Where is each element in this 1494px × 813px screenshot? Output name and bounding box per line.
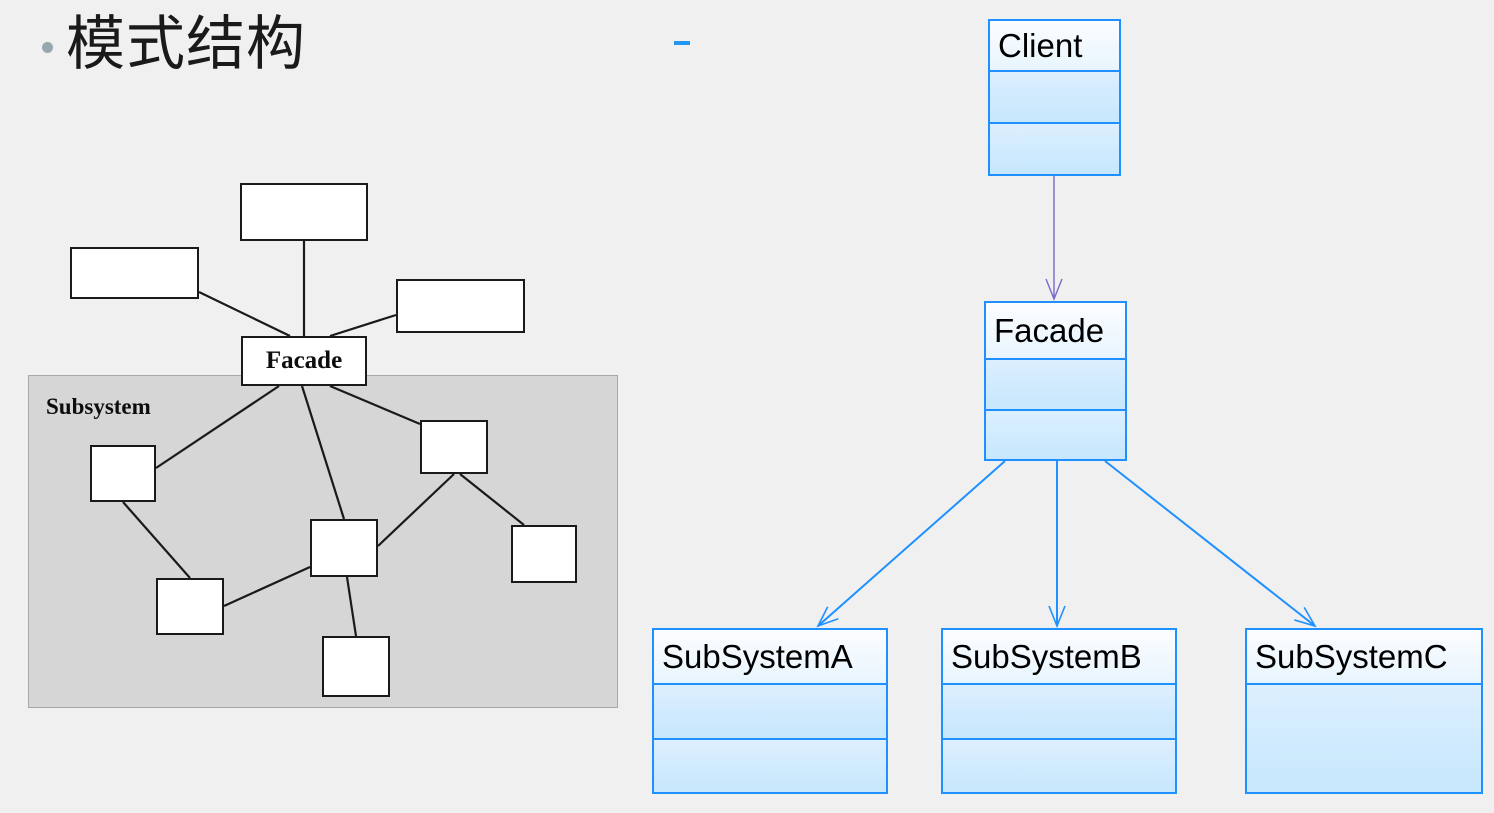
uml-class-subsystem-c[interactable]: SubSystemC: [1245, 628, 1483, 794]
uml-compartment: [654, 685, 886, 740]
uml-compartment: [943, 739, 1175, 792]
facade-concept-box: Facade: [241, 336, 367, 386]
uml-class-name-facade: Facade: [986, 303, 1125, 360]
subsystem-label: Subsystem: [46, 394, 151, 419]
uml-compartment: [654, 739, 886, 792]
subsystem-node-box: [156, 578, 224, 635]
facade-concept-label: Facade: [265, 347, 343, 374]
uml-compartment: [986, 360, 1125, 411]
uml-compartment: [986, 410, 1125, 459]
subsystem-node-box: [420, 420, 488, 474]
page-title: 模式结构: [66, 9, 307, 78]
subsystem-node-box: [90, 445, 156, 502]
uml-connection-facade-to-sub-a: [816, 460, 1006, 628]
concept-client-box: [240, 183, 368, 241]
bullet-icon: [42, 42, 53, 53]
facade-concept-diagram: Subsystem Facade: [0, 0, 640, 813]
dash-marker-icon: [674, 41, 690, 45]
concept-client-box: [396, 279, 525, 333]
uml-compartment: [1247, 685, 1481, 792]
uml-class-name-subsystem-b: SubSystemB: [943, 630, 1175, 685]
uml-compartment: [990, 124, 1119, 174]
subsystem-node-box: [310, 519, 378, 577]
uml-class-subsystem-b[interactable]: SubSystemB: [941, 628, 1177, 794]
uml-class-name-subsystem-a: SubSystemA: [654, 630, 886, 685]
uml-class-facade[interactable]: Facade: [984, 301, 1127, 461]
concept-edge: [329, 313, 397, 338]
uml-compartment: [990, 72, 1119, 124]
subsystem-node-box: [322, 636, 390, 697]
uml-connection-facade-to-sub-c: [1104, 460, 1317, 628]
concept-edge: [198, 291, 291, 337]
uml-class-name-subsystem-c: SubSystemC: [1247, 630, 1481, 685]
uml-compartment: [943, 685, 1175, 740]
uml-class-client[interactable]: Client: [988, 19, 1121, 176]
subsystem-node-box: [511, 525, 577, 583]
slide-title-row: 模式结构: [0, 0, 700, 100]
uml-class-name-client: Client: [990, 21, 1119, 72]
concept-client-box: [70, 247, 199, 299]
uml-class-subsystem-a[interactable]: SubSystemA: [652, 628, 888, 794]
